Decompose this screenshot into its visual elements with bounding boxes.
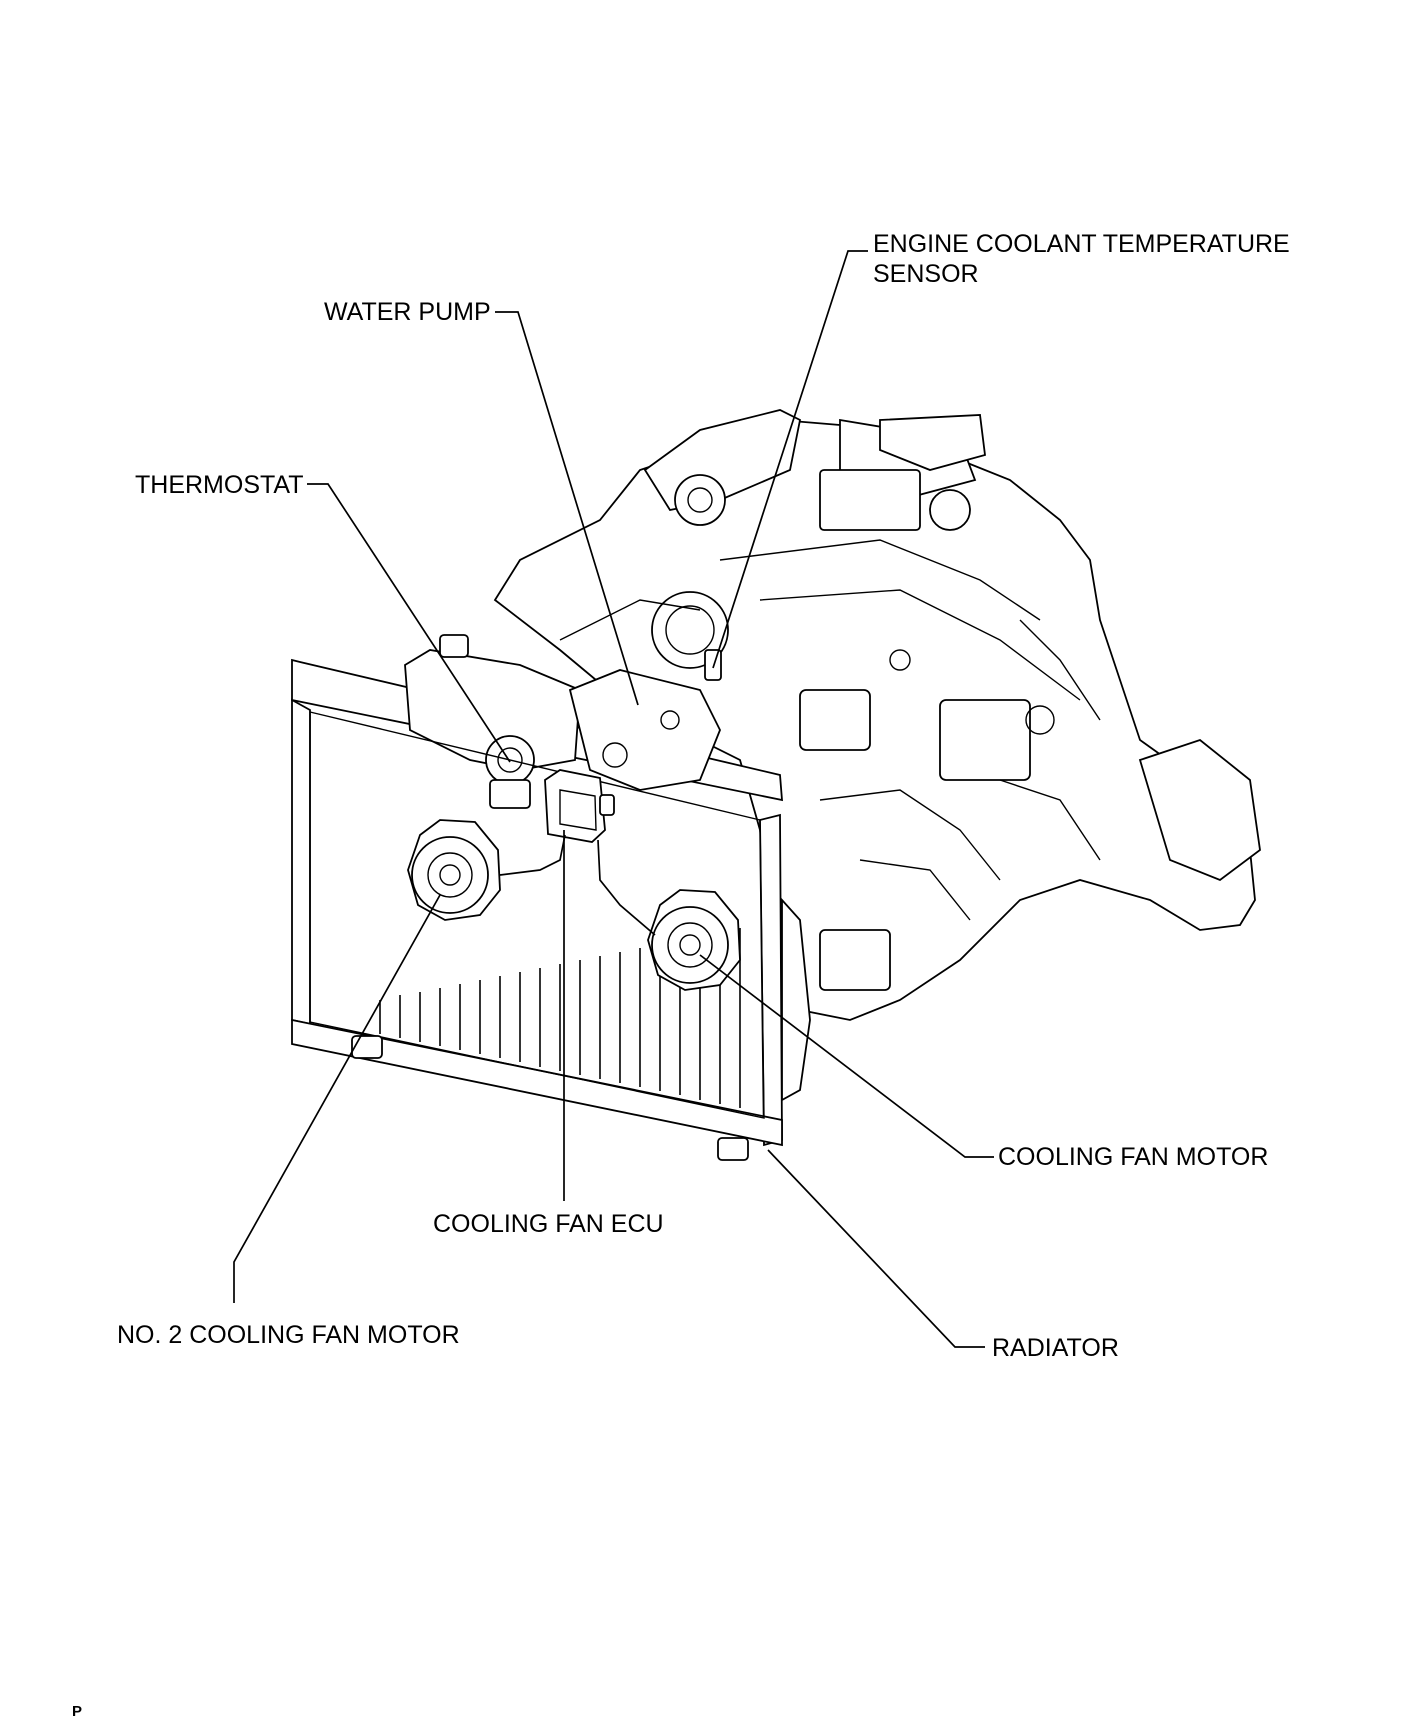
thermostat-label: THERMOSTAT [135, 471, 304, 499]
radiator-illustration [291, 634, 811, 1161]
no2-cooling-fan-motor-illustration [407, 819, 566, 921]
ect-sensor-label: ENGINE COOLANT TEMPERATURE SENSOR [873, 230, 1290, 288]
radiator-label: RADIATOR [992, 1334, 1119, 1362]
no2-cooling-fan-motor-label: NO. 2 COOLING FAN MOTOR [117, 1321, 460, 1349]
cooling-fan-ecu-label: COOLING FAN ECU [433, 1210, 664, 1238]
water-pump-label: WATER PUMP [324, 298, 491, 326]
cooling-fan-motor-label: COOLING FAN MOTOR [998, 1143, 1269, 1171]
leader-lines [233, 250, 994, 1348]
engine-illustration [493, 409, 1261, 1021]
page-code: P [72, 1703, 83, 1720]
cooling-fan-motor-illustration [597, 839, 741, 991]
cooling-fan-ecu-illustration [544, 769, 615, 843]
